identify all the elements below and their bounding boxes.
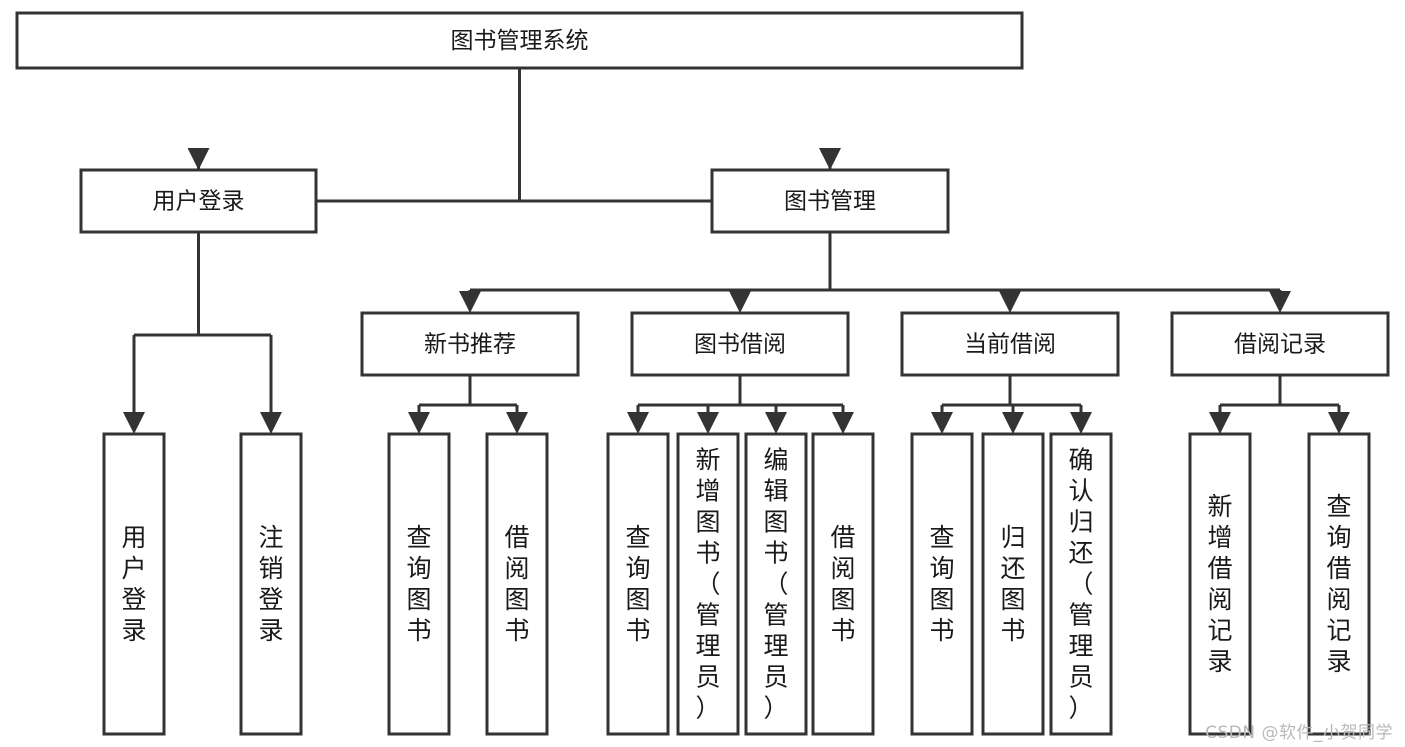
- node-root[interactable]: 图书管理系统: [15, 11, 1024, 70]
- arrow-head-icon: [832, 412, 854, 434]
- node-leaf-logout[interactable]: 注销登录: [239, 432, 303, 736]
- arrow-head-icon: [819, 148, 841, 170]
- node-leaf-borrow-book-2[interactable]: 借阅图书: [811, 432, 875, 736]
- node-box-book-manage: [710, 168, 950, 234]
- node-box-book-borrow: [630, 311, 850, 377]
- node-label-leaf-query-record: 查询借阅记录: [1326, 492, 1351, 676]
- connector-group-borrow-record: [1209, 375, 1350, 434]
- node-box-leaf-confirm-return: [1049, 432, 1113, 736]
- node-box-leaf-user-login: [102, 432, 166, 736]
- node-box-leaf-query-record: [1307, 432, 1371, 736]
- node-box-leaf-query-book-2: [606, 432, 670, 736]
- arrow-head-icon: [931, 412, 953, 434]
- arrow-head-icon: [765, 412, 787, 434]
- node-label-leaf-return-book: 归还图书: [1000, 523, 1025, 645]
- node-label-borrow-record: 借阅记录: [1234, 332, 1326, 358]
- node-leaf-query-book-3[interactable]: 查询图书: [910, 432, 974, 736]
- connector-group-book-manage: [459, 232, 1291, 313]
- node-borrow-record[interactable]: 借阅记录: [1170, 311, 1390, 377]
- node-leaf-query-book-1[interactable]: 查询图书: [387, 432, 451, 736]
- arrow-head-icon: [627, 412, 649, 434]
- node-box-leaf-add-book: [676, 432, 740, 736]
- arrow-head-icon: [1269, 291, 1291, 313]
- connector-group-book-borrow: [627, 375, 854, 434]
- node-leaf-query-book-2[interactable]: 查询图书: [606, 432, 670, 736]
- connector-group-new-book-rec: [408, 375, 528, 434]
- node-book-manage[interactable]: 图书管理: [710, 168, 950, 234]
- node-box-borrow-record: [1170, 311, 1390, 377]
- node-box-leaf-query-book-1: [387, 432, 451, 736]
- node-label-leaf-borrow-book-2: 借阅图书: [830, 523, 855, 645]
- node-boxes-layer: 图书管理系统用户登录图书管理新书推荐图书借阅当前借阅借阅记录用户登录注销登录查询…: [15, 11, 1390, 736]
- node-leaf-borrow-book-1[interactable]: 借阅图书: [485, 432, 549, 736]
- arrow-head-icon: [408, 412, 430, 434]
- node-leaf-return-book[interactable]: 归还图书: [981, 432, 1045, 736]
- node-label-leaf-query-book-3: 查询图书: [929, 523, 954, 645]
- arrow-head-icon: [1209, 412, 1231, 434]
- node-label-leaf-confirm-return: 确认归还（管理员）: [1068, 446, 1093, 723]
- node-label-leaf-user-login: 用户登录: [121, 523, 146, 645]
- node-box-new-book-rec: [360, 311, 580, 377]
- node-box-leaf-edit-book: [744, 432, 808, 736]
- node-box-leaf-query-book-3: [910, 432, 974, 736]
- arrow-head-icon: [999, 291, 1021, 313]
- arrow-head-icon: [459, 291, 481, 313]
- connector-lines-layer: [123, 68, 1350, 434]
- node-label-leaf-edit-book: 编辑图书（管理员）: [763, 446, 788, 723]
- connector-group-user-login: [123, 232, 282, 434]
- node-box-leaf-return-book: [981, 432, 1045, 736]
- node-box-user-login: [79, 168, 318, 234]
- node-leaf-add-record[interactable]: 新增借阅记录: [1188, 432, 1252, 736]
- node-user-login[interactable]: 用户登录: [79, 168, 318, 234]
- node-label-root: 图书管理系统: [451, 28, 589, 54]
- node-box-current-borrow: [900, 311, 1120, 377]
- arrow-head-icon: [187, 148, 210, 170]
- csdn-watermark: CSDN @软件_小贺同学: [1205, 723, 1393, 743]
- node-label-leaf-query-book-2: 查询图书: [625, 523, 650, 645]
- node-label-leaf-query-book-1: 查询图书: [406, 523, 431, 645]
- node-leaf-edit-book[interactable]: 编辑图书（管理员）: [744, 432, 808, 736]
- node-label-leaf-borrow-book-1: 借阅图书: [504, 523, 529, 645]
- node-label-new-book-rec: 新书推荐: [424, 332, 516, 358]
- arrow-head-icon: [506, 412, 528, 434]
- arrow-head-icon: [123, 412, 145, 434]
- arrow-head-icon: [697, 412, 719, 434]
- node-box-leaf-logout: [239, 432, 303, 736]
- node-leaf-confirm-return[interactable]: 确认归还（管理员）: [1049, 432, 1113, 736]
- arrow-head-icon: [729, 291, 751, 313]
- node-label-current-borrow: 当前借阅: [964, 332, 1056, 358]
- node-label-book-borrow: 图书借阅: [694, 332, 786, 358]
- node-box-root: [15, 11, 1024, 70]
- node-label-book-manage: 图书管理: [784, 189, 876, 215]
- arrow-head-icon: [260, 412, 282, 434]
- node-label-leaf-logout: 注销登录: [258, 523, 283, 645]
- node-leaf-add-book[interactable]: 新增图书（管理员）: [676, 432, 740, 736]
- node-label-user-login: 用户登录: [153, 189, 245, 215]
- node-book-borrow[interactable]: 图书借阅: [630, 311, 850, 377]
- node-box-leaf-borrow-book-2: [811, 432, 875, 736]
- node-label-leaf-add-record: 新增借阅记录: [1207, 492, 1232, 676]
- node-leaf-query-record[interactable]: 查询借阅记录: [1307, 432, 1371, 736]
- arrow-head-icon: [1328, 412, 1350, 434]
- node-leaf-user-login[interactable]: 用户登录: [102, 432, 166, 736]
- arrow-head-icon: [1070, 412, 1092, 434]
- node-box-leaf-borrow-book-1: [485, 432, 549, 736]
- node-box-leaf-add-record: [1188, 432, 1252, 736]
- arrow-head-icon: [1002, 412, 1024, 434]
- node-new-book-rec[interactable]: 新书推荐: [360, 311, 580, 377]
- node-label-leaf-add-book: 新增图书（管理员）: [695, 446, 720, 723]
- connector-group-current-borrow: [931, 375, 1092, 434]
- node-current-borrow[interactable]: 当前借阅: [900, 311, 1120, 377]
